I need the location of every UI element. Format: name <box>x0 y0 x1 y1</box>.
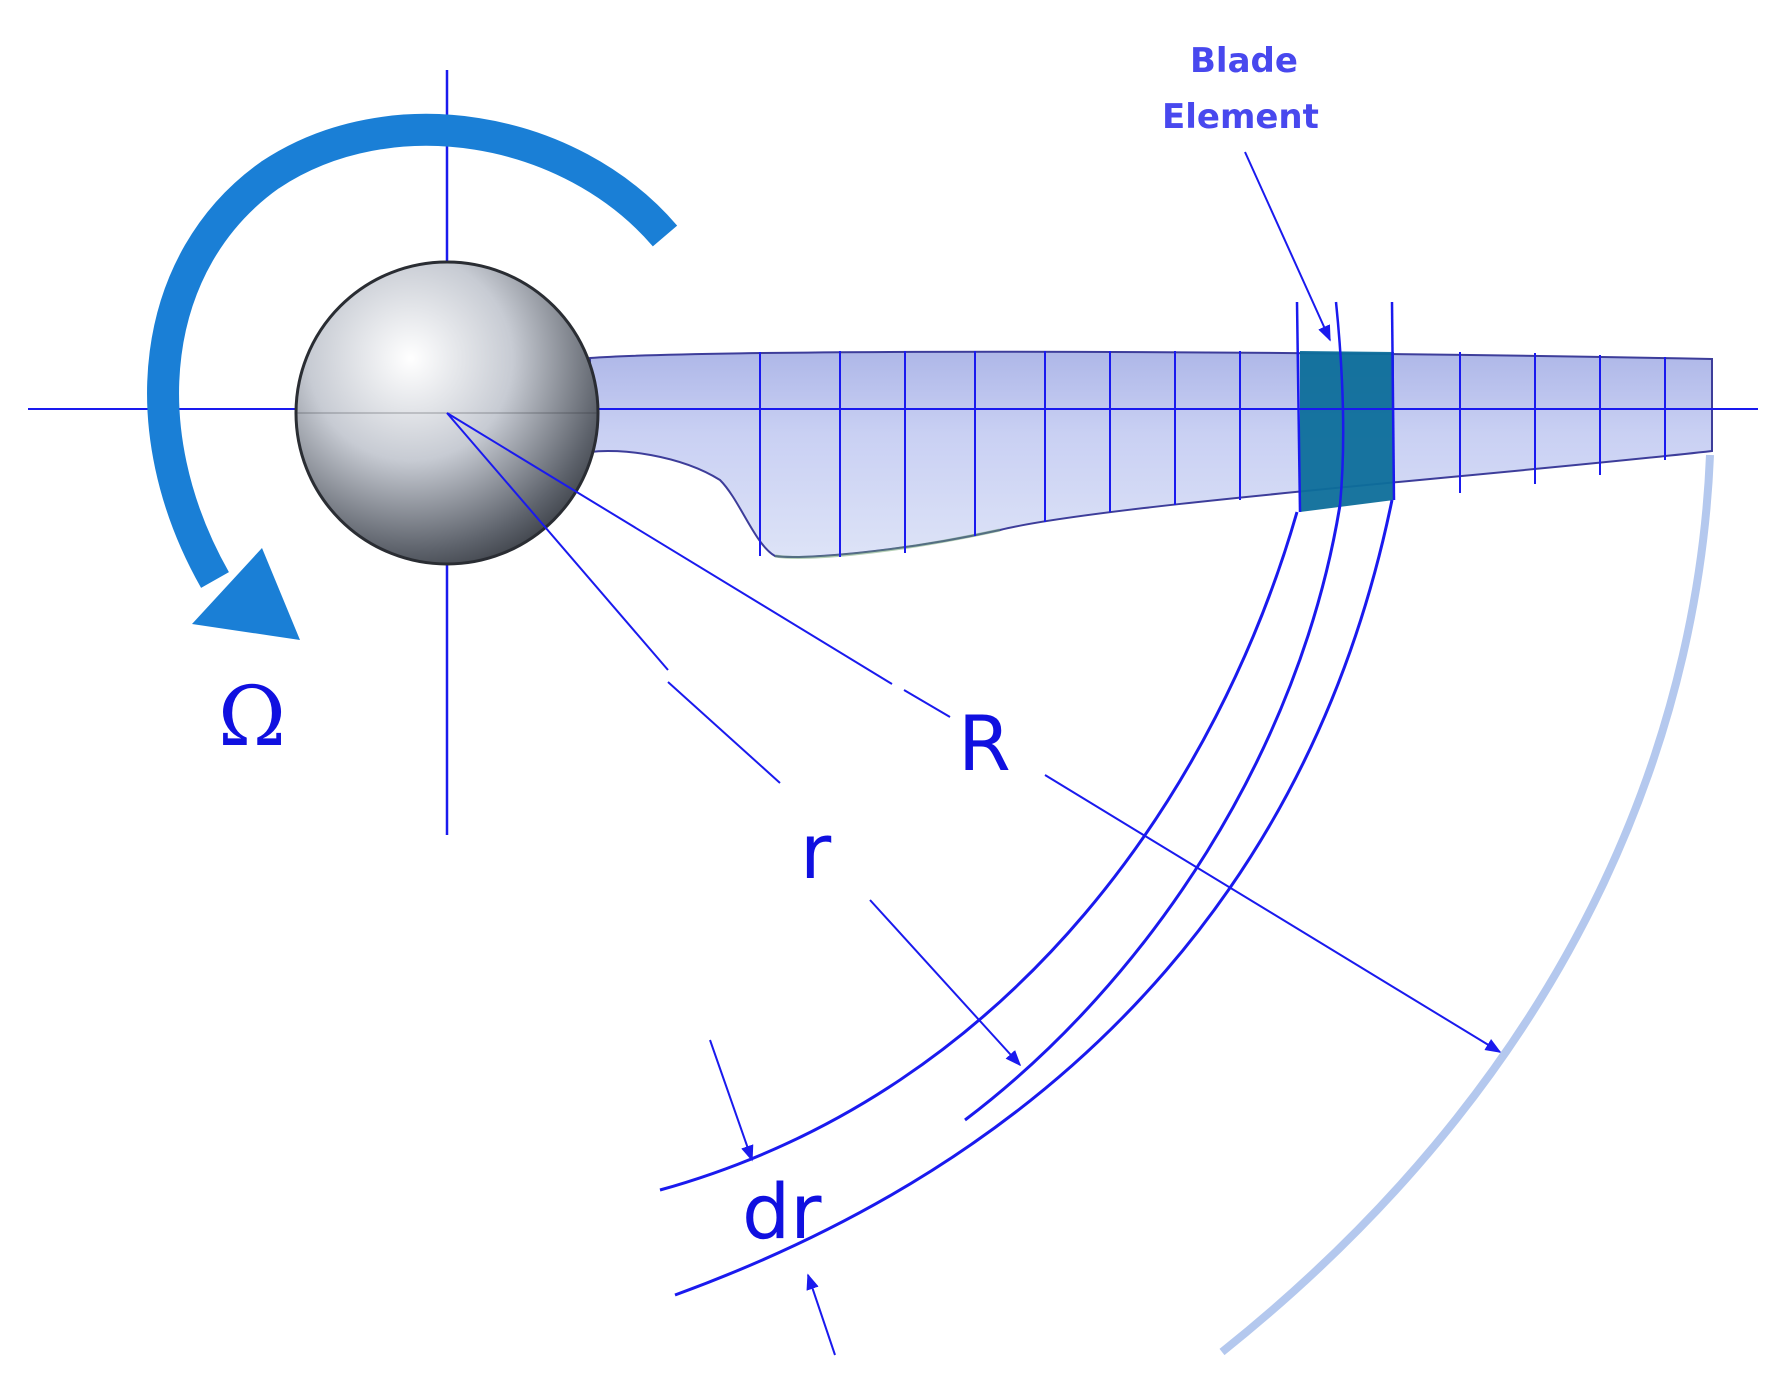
dr-dimension <box>709 1039 836 1356</box>
blade-element-label-line2: Element <box>1162 97 1319 137</box>
blade-element-leader <box>1244 151 1331 342</box>
blade-element-label-line1: Blade <box>1190 41 1298 81</box>
rotation-arrow <box>147 113 678 640</box>
omega-label: Ω <box>218 670 286 765</box>
r-leader <box>869 899 1022 1067</box>
rotor-blade <box>589 350 1713 558</box>
R-leader <box>1044 774 1502 1053</box>
dr-label: dr <box>742 1167 822 1256</box>
tip-arc <box>1219 454 1714 1356</box>
r-label: r <box>800 807 832 896</box>
blade-element-highlight <box>1300 351 1394 512</box>
element-boundaries <box>1295 301 1396 513</box>
blade-trailing-edge-shade <box>774 528 1001 559</box>
element-arcs <box>659 499 1394 1297</box>
R-label: R <box>958 699 1011 788</box>
radius-lines <box>446 412 951 784</box>
